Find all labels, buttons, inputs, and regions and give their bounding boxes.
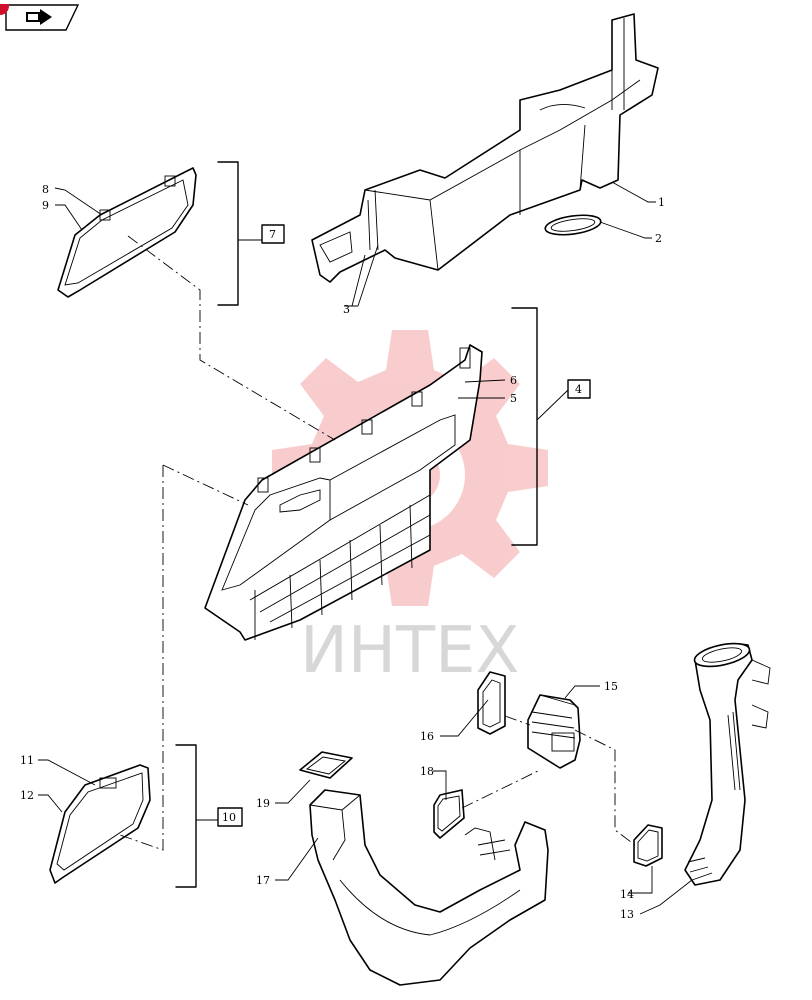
part-5-filter-frame xyxy=(204,344,483,641)
callout-14: 14 xyxy=(620,888,634,901)
callout-11: 11 xyxy=(20,754,34,767)
group-label-7: 7 xyxy=(269,228,276,241)
callout-19: 19 xyxy=(256,797,270,810)
callout-18: 18 xyxy=(420,765,434,778)
callout-17: 17 xyxy=(256,874,270,887)
badge-dot-icon xyxy=(0,4,9,15)
watermark-text: ИНТЕХ xyxy=(300,614,519,688)
part-1-duct xyxy=(311,13,659,283)
callout-5: 5 xyxy=(510,392,517,405)
callout-13: 13 xyxy=(620,908,634,921)
part-16-gasket xyxy=(477,671,506,735)
callout-9: 9 xyxy=(42,199,49,212)
part-8-small-filter xyxy=(57,167,197,298)
bracket-group-10 xyxy=(175,744,243,888)
group-label-4: 4 xyxy=(575,383,582,396)
nav-badge[interactable] xyxy=(0,4,80,32)
part-14-gasket xyxy=(633,824,663,867)
callout-6: 6 xyxy=(510,374,517,387)
part-13-duct xyxy=(684,642,771,886)
part-19-gasket xyxy=(299,751,353,779)
callout-2: 2 xyxy=(655,232,662,245)
part-17-duct xyxy=(309,789,549,986)
callout-8: 8 xyxy=(42,183,49,196)
callout-16: 16 xyxy=(420,730,434,743)
bracket-group-4 xyxy=(511,307,591,546)
callout-15: 15 xyxy=(604,680,618,693)
callout-3: 3 xyxy=(343,303,350,316)
callout-12: 12 xyxy=(20,789,34,802)
part-18-gasket xyxy=(433,789,465,839)
part-15-connector xyxy=(527,694,581,769)
part-11-small-filter xyxy=(49,764,151,884)
forward-arrow-icon xyxy=(26,9,52,25)
part-2-seal xyxy=(544,214,602,236)
leader-lines xyxy=(38,181,693,915)
callout-1: 1 xyxy=(658,196,665,209)
group-label-10: 10 xyxy=(222,811,236,824)
bracket-group-7 xyxy=(217,161,285,306)
assembly-lines xyxy=(119,235,636,851)
callout-labels: 1 2 3 5 6 8 9 11 12 13 14 15 16 17 18 19… xyxy=(20,183,665,921)
